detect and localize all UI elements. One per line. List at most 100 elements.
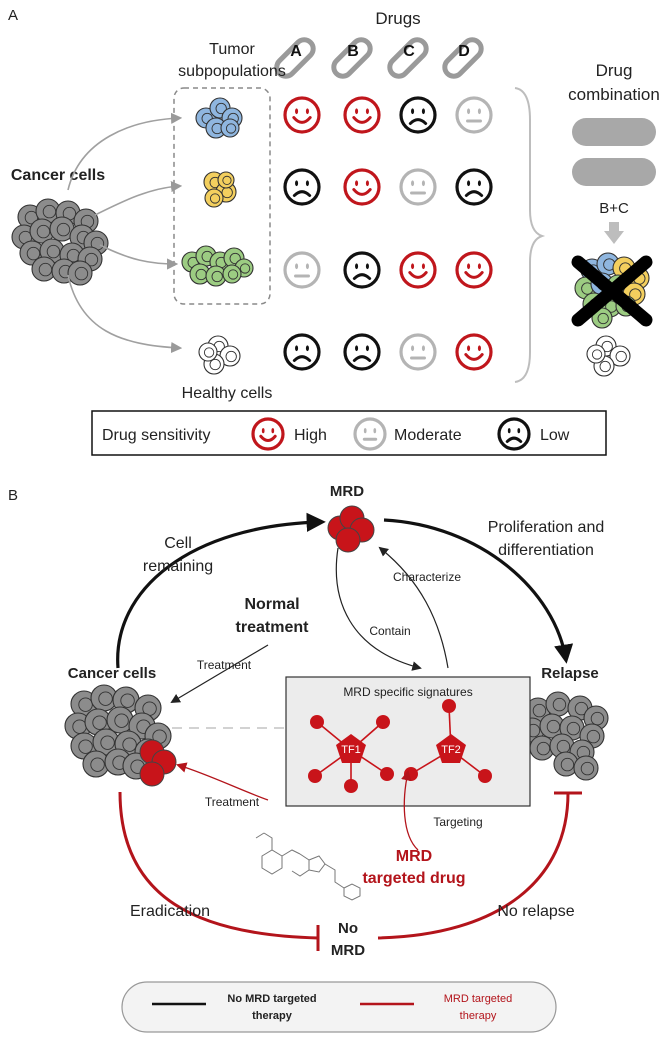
legend-red-line1: MRD targeted (444, 993, 512, 1005)
tf2-network (404, 699, 492, 783)
legend-face-high (251, 417, 285, 451)
mrd-label: MRD (330, 483, 364, 500)
yellow-cell (217, 171, 235, 189)
brace (514, 87, 546, 383)
legend-face-moderate (353, 417, 387, 451)
tf-networks (308, 699, 492, 793)
drug-pill-icon (274, 37, 316, 79)
cancer-cells-label: Cancer cells (11, 167, 105, 184)
targeting-label: Targeting (433, 815, 482, 829)
red-treatment-arrow (176, 762, 269, 801)
cancer-cell (67, 260, 93, 286)
combo-healthy-cell (609, 345, 631, 367)
normal-treatment-line2: treatment (236, 619, 310, 636)
eradication-arc (118, 791, 319, 940)
mrd-cell-cluster (327, 505, 375, 553)
no-relapse-arc (377, 792, 570, 940)
mrd-cell (335, 527, 361, 553)
tf1-label: TF1 (341, 744, 361, 756)
characterize-arrow (378, 546, 449, 669)
sensitivity-face-high (343, 168, 381, 206)
proliferation-line2: differentiation (498, 542, 594, 559)
drug-letter: C (403, 43, 415, 60)
targeting-arrow (401, 769, 419, 851)
therapy-legend-box (121, 981, 557, 1033)
healthy-cells-label: Healthy cells (182, 385, 273, 402)
drug-combination-line2: combination (568, 85, 660, 104)
green-cell (222, 264, 242, 284)
combination-healthy-cluster (586, 335, 631, 377)
normal-treatment-line1: Normal (244, 596, 299, 613)
drug-letter: B (347, 43, 359, 60)
characterize-label: Characterize (393, 570, 461, 584)
panel-b-label: B (8, 487, 18, 504)
sensitivity-face-high (455, 251, 493, 289)
relapse-cell (573, 755, 599, 781)
relapse-cluster (519, 691, 609, 781)
tumor-subpopulations-box (173, 87, 271, 305)
subpopulation-arrows (67, 112, 183, 354)
tf1-network (308, 715, 394, 793)
drug-pill-icon (442, 37, 484, 79)
legend-high: High (294, 427, 327, 444)
signatures-label: MRD specific signatures (343, 685, 472, 699)
drugs-title: Drugs (375, 9, 420, 28)
mrd-drug-line1: MRD (396, 848, 432, 865)
legend-low: Low (540, 427, 570, 444)
drug-combination-line1: Drug (596, 61, 633, 80)
drug-letter: D (458, 43, 470, 60)
cancer-cells-with-mrd-cluster (64, 684, 177, 787)
residual-mrd-cell (139, 761, 165, 787)
proliferation-line1: Proliferation and (488, 519, 605, 536)
legend-moderate: Moderate (394, 427, 462, 444)
contain-label: Contain (369, 624, 410, 638)
sensitivity-face-low (455, 168, 493, 206)
relapse-label: Relapse (541, 665, 599, 682)
relapse-cell (545, 691, 571, 717)
combo-healthy-cell (586, 344, 606, 364)
drug-molecule-icon (255, 832, 361, 901)
combo-arrow-head (604, 231, 624, 244)
healthy-cell (219, 345, 241, 367)
cell-remaining-arrow (116, 512, 326, 669)
no-mrd-line1: No (338, 920, 358, 937)
cell-remaining-line1: Cell (164, 535, 192, 552)
legend-face-low (497, 417, 531, 451)
drug-pill-icon (331, 37, 373, 79)
yellow-cell (204, 188, 224, 208)
sensitivity-face-low (283, 333, 321, 371)
sensitivity-face-high (283, 96, 321, 134)
sensitivity-face-low (343, 251, 381, 289)
eradication-label: Eradication (130, 903, 210, 920)
sensitivity-face-moderate (399, 168, 437, 206)
tf2-label: TF2 (441, 744, 461, 756)
treatment-label: Treatment (197, 658, 252, 672)
signatures-box (285, 676, 531, 807)
legend-faces (251, 417, 531, 451)
tumor-label-line2: subpopulations (178, 63, 286, 80)
contain-arrow (335, 547, 422, 671)
sensitivity-face-moderate (455, 96, 493, 134)
sensitivity-face-low (343, 333, 381, 371)
sensitivity-grid (283, 96, 493, 371)
drug-letter: A (290, 43, 302, 60)
sensitivity-face-low (283, 168, 321, 206)
blue-cell (220, 118, 240, 138)
cell-remaining-line2: remaining (143, 558, 213, 575)
sensitivity-face-high (343, 96, 381, 134)
cancer-cells-label-b: Cancer cells (68, 665, 156, 682)
treatment2-label: Treatment (205, 795, 260, 809)
sensitivity-face-high (455, 333, 493, 371)
legend-title: Drug sensitivity (102, 427, 210, 444)
sensitivity-face-high (399, 251, 437, 289)
combo-cell (591, 307, 613, 329)
combo-label: B+C (599, 200, 629, 217)
cross-icon (571, 255, 653, 327)
legend-red-line2: therapy (460, 1010, 497, 1022)
drug-pills: A B C D (274, 37, 484, 79)
drug-pill-icon (387, 37, 429, 79)
combination-capsule-icon (572, 118, 656, 186)
cancer-cell (31, 256, 57, 282)
subpopulation-clusters (181, 97, 254, 375)
